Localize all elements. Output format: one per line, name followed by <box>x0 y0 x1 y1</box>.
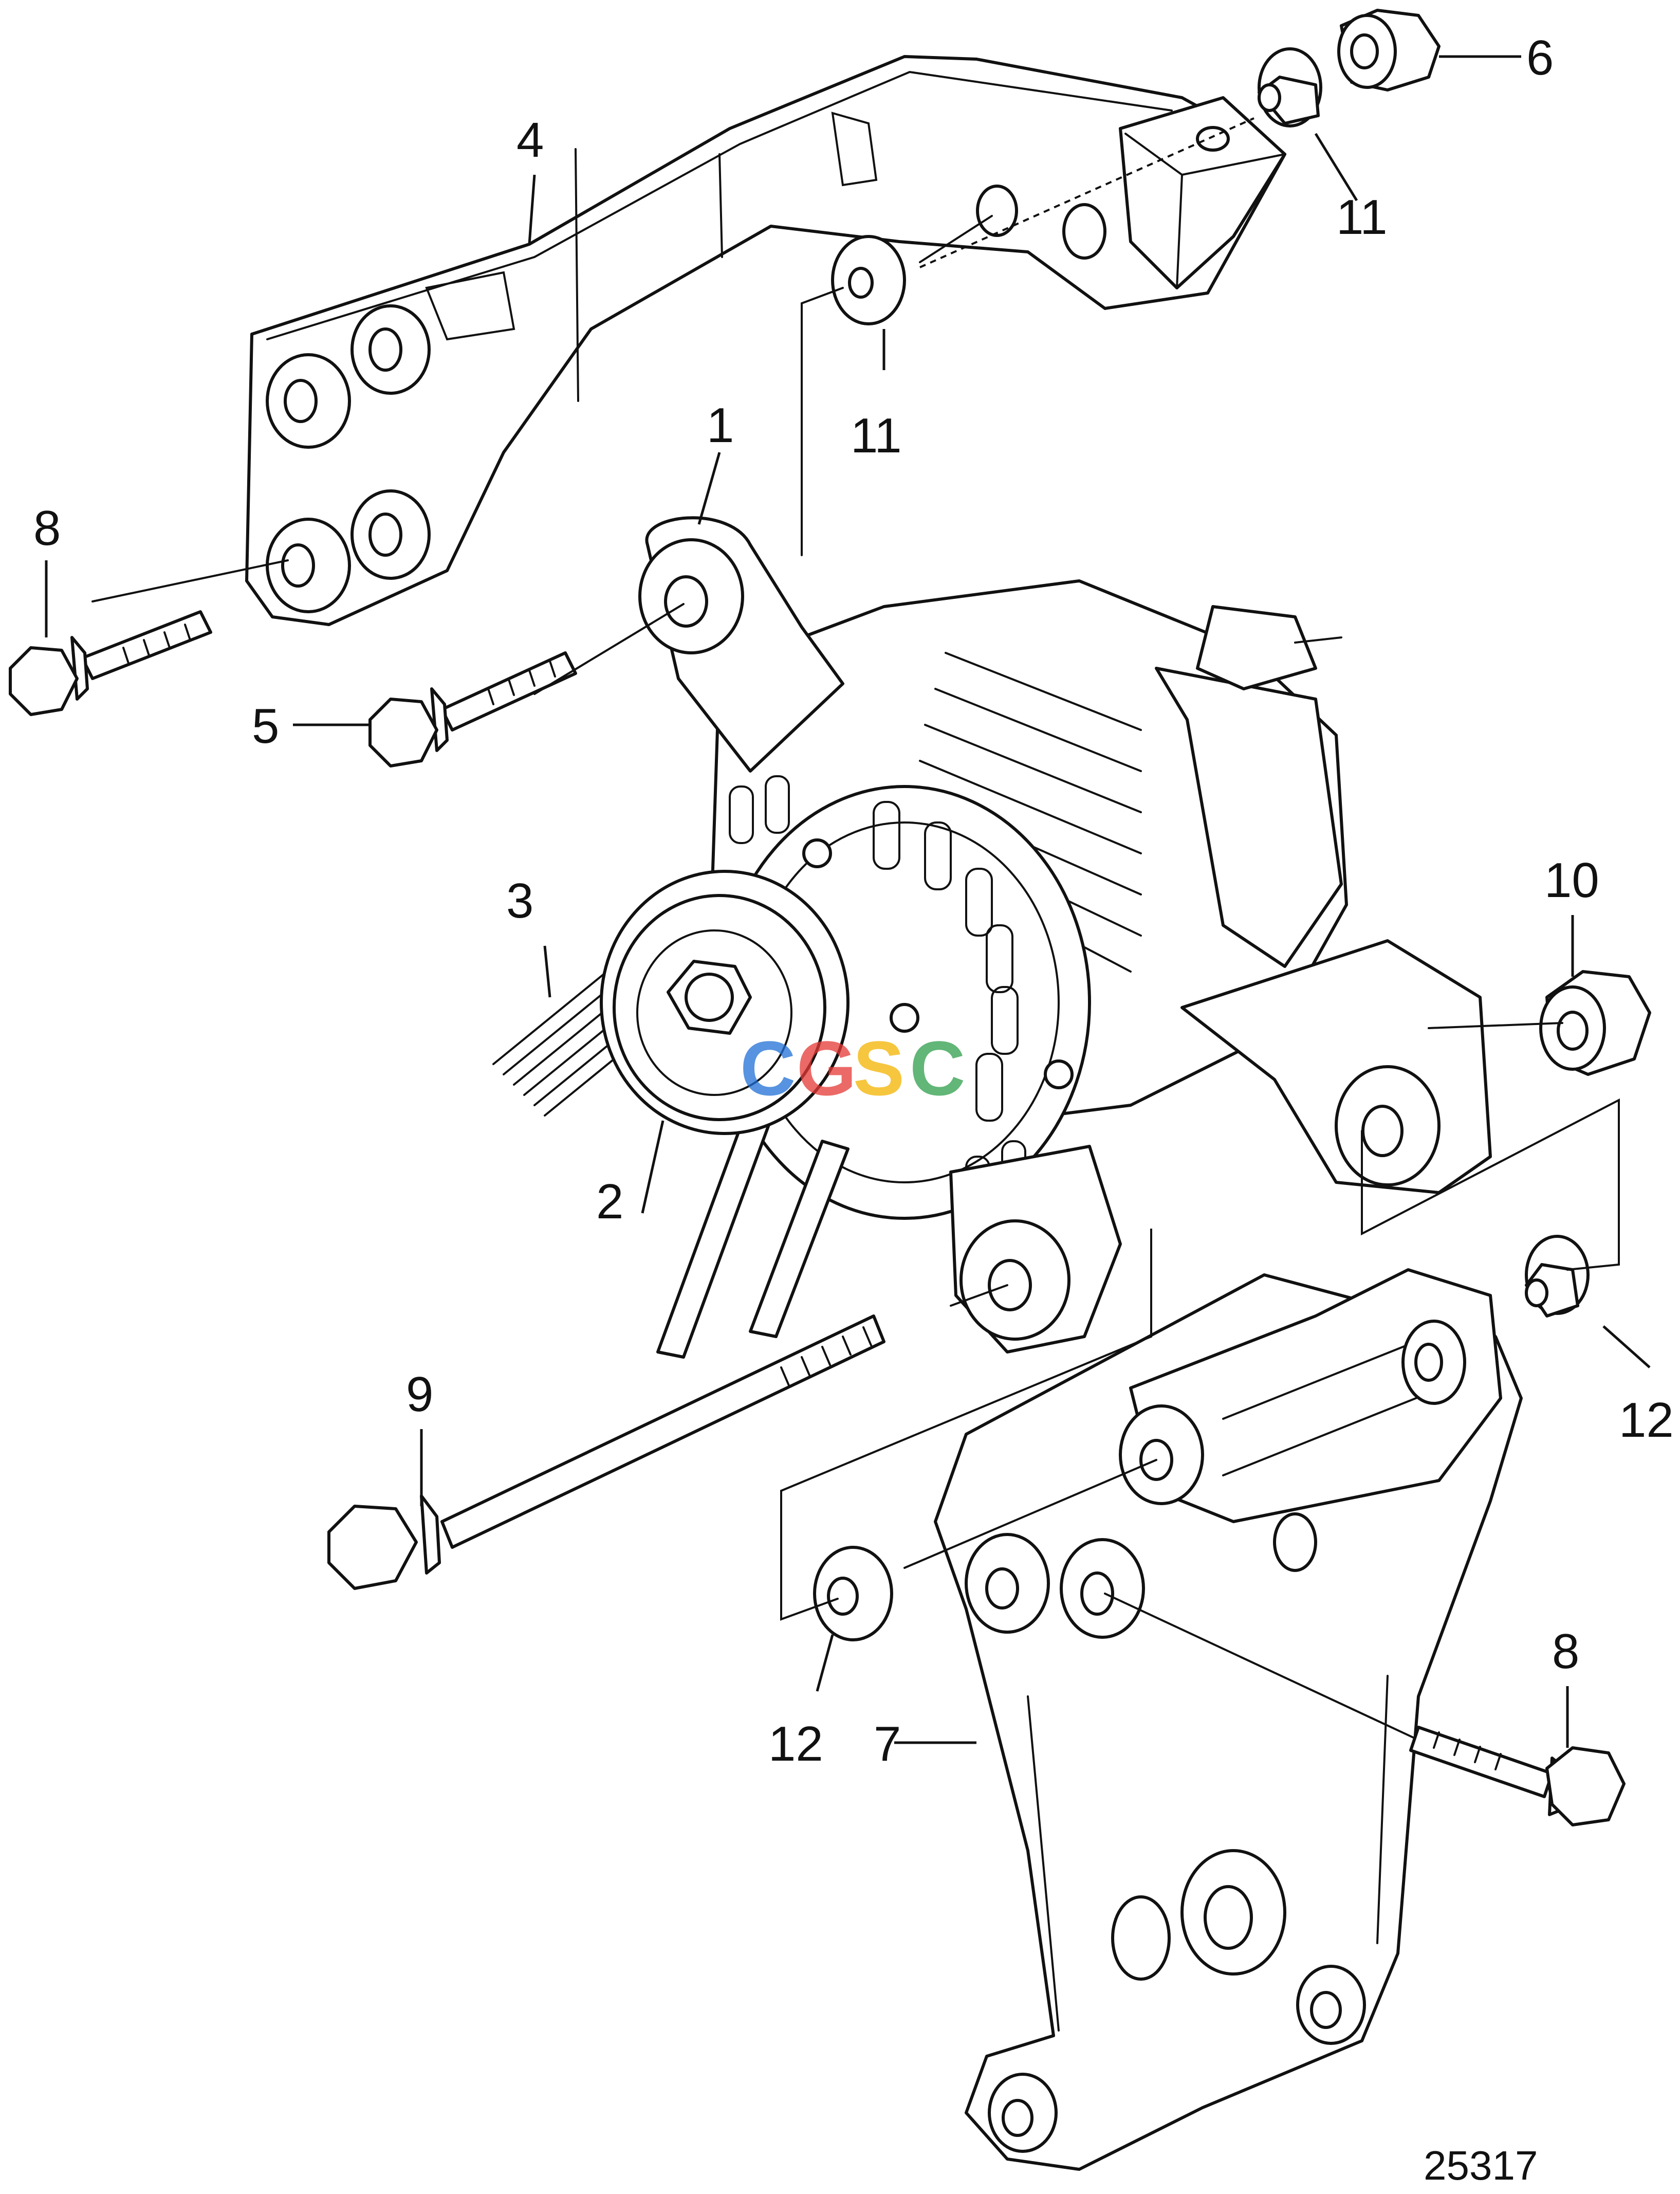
watermark-letter: C <box>740 1025 796 1111</box>
callout-11-top: 11 <box>1336 190 1388 245</box>
pulley <box>600 870 850 1135</box>
bolt-9 <box>327 1314 885 1590</box>
callout-1: 1 <box>707 398 734 453</box>
bolt-8-lower <box>1409 1726 1626 1826</box>
watermark: C G S C <box>740 1025 965 1111</box>
callout-7: 7 <box>874 1716 901 1771</box>
bolt-8-upper <box>9 610 212 716</box>
leader-lines <box>45 55 1651 1748</box>
callout-12-left: 12 <box>768 1716 823 1771</box>
bolt-5 <box>368 651 577 767</box>
nut-6 <box>1337 9 1441 92</box>
callout-8-lower: 8 <box>1552 1624 1579 1679</box>
watermark-letter: S <box>853 1025 904 1111</box>
watermark-letter: C <box>910 1025 965 1111</box>
callout-3: 3 <box>506 873 533 928</box>
nut-10 <box>1539 970 1651 1076</box>
lower-bracket <box>934 1268 1523 2171</box>
callout-10: 10 <box>1544 853 1599 908</box>
callout-6: 6 <box>1526 30 1554 85</box>
spacer-11-top <box>1258 47 1322 127</box>
alternator <box>638 516 1492 1354</box>
spacer-11-mid <box>831 235 906 325</box>
upper-bracket <box>245 55 1286 626</box>
callout-9: 9 <box>406 1367 433 1422</box>
callout-8-upper: 8 <box>33 501 61 556</box>
spacer-12-right <box>1525 1235 1590 1318</box>
callout-4: 4 <box>516 113 544 168</box>
callout-2: 2 <box>596 1174 623 1229</box>
watermark-letter: G <box>797 1025 857 1111</box>
callout-5: 5 <box>252 699 279 754</box>
spacer-12-left <box>813 1546 893 1641</box>
callouts: 1 2 3 4 5 6 7 8 8 9 10 11 11 12 12 <box>33 30 1674 1771</box>
callout-12-right: 12 <box>1619 1393 1674 1448</box>
figure-number: 25317 <box>1424 2143 1538 2188</box>
callout-11-mid: 11 <box>851 408 902 463</box>
